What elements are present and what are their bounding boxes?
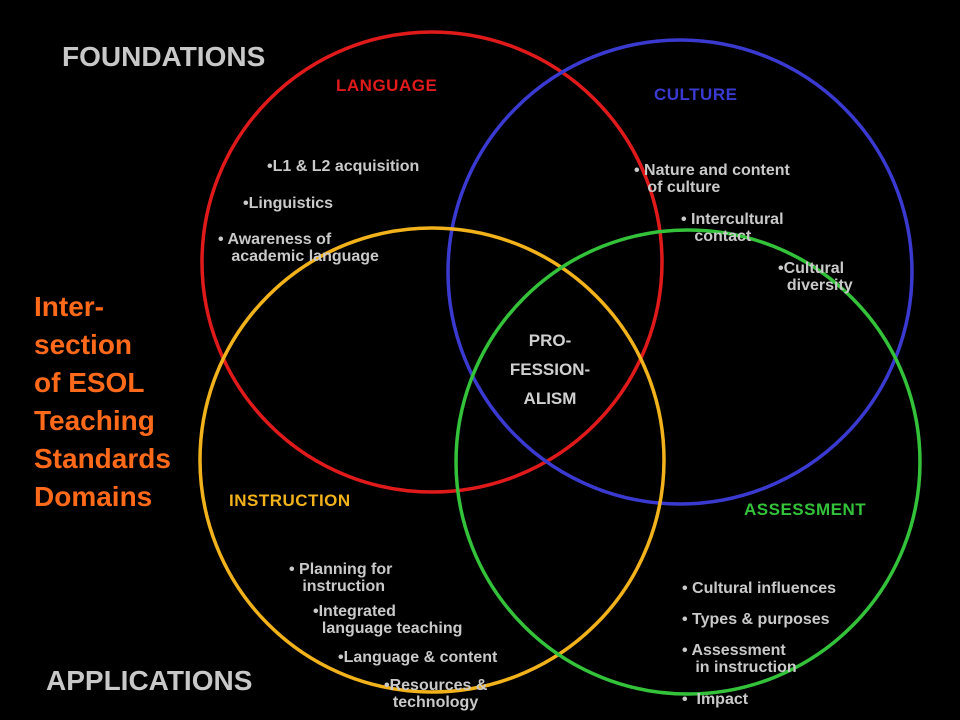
instruction-item: •Resources & technology — [384, 677, 488, 711]
assessment-item: • Impact — [682, 691, 749, 708]
instruction-item: •Language & content — [338, 649, 498, 666]
instruction-circle — [198, 226, 666, 694]
assessment-circle — [454, 228, 922, 696]
culture-heading: CULTURE — [654, 85, 738, 104]
applications-label: APPLICATIONS — [46, 665, 253, 696]
professionalism-label: PRO- FESSION- ALISM — [509, 331, 591, 408]
instruction-item: •Integrated language teaching — [313, 603, 463, 637]
culture-item: •Cultural diversity — [778, 260, 853, 294]
language-circle — [200, 30, 664, 494]
assessment-item: • Types & purposes — [682, 611, 830, 628]
assessment-heading: ASSESSMENT — [744, 500, 867, 519]
language-heading: LANGUAGE — [336, 76, 438, 95]
language-item: •Linguistics — [243, 195, 334, 212]
culture-item: • Intercultural contact — [681, 211, 784, 245]
intersection-title: Inter- section of ESOL Teaching Standard… — [34, 291, 171, 512]
language-item: • Awareness of academic language — [218, 231, 379, 265]
instruction-heading: INSTRUCTION — [229, 491, 351, 510]
instruction-item: • Planning for instruction — [289, 561, 393, 595]
culture-circle — [446, 38, 914, 506]
language-item: •L1 & L2 acquisition — [267, 158, 420, 175]
assessment-item: • Assessment in instruction — [682, 642, 797, 676]
culture-item: • Nature and content of culture — [634, 162, 790, 196]
assessment-item: • Cultural influences — [682, 580, 837, 597]
foundations-label: FOUNDATIONS — [62, 41, 266, 72]
